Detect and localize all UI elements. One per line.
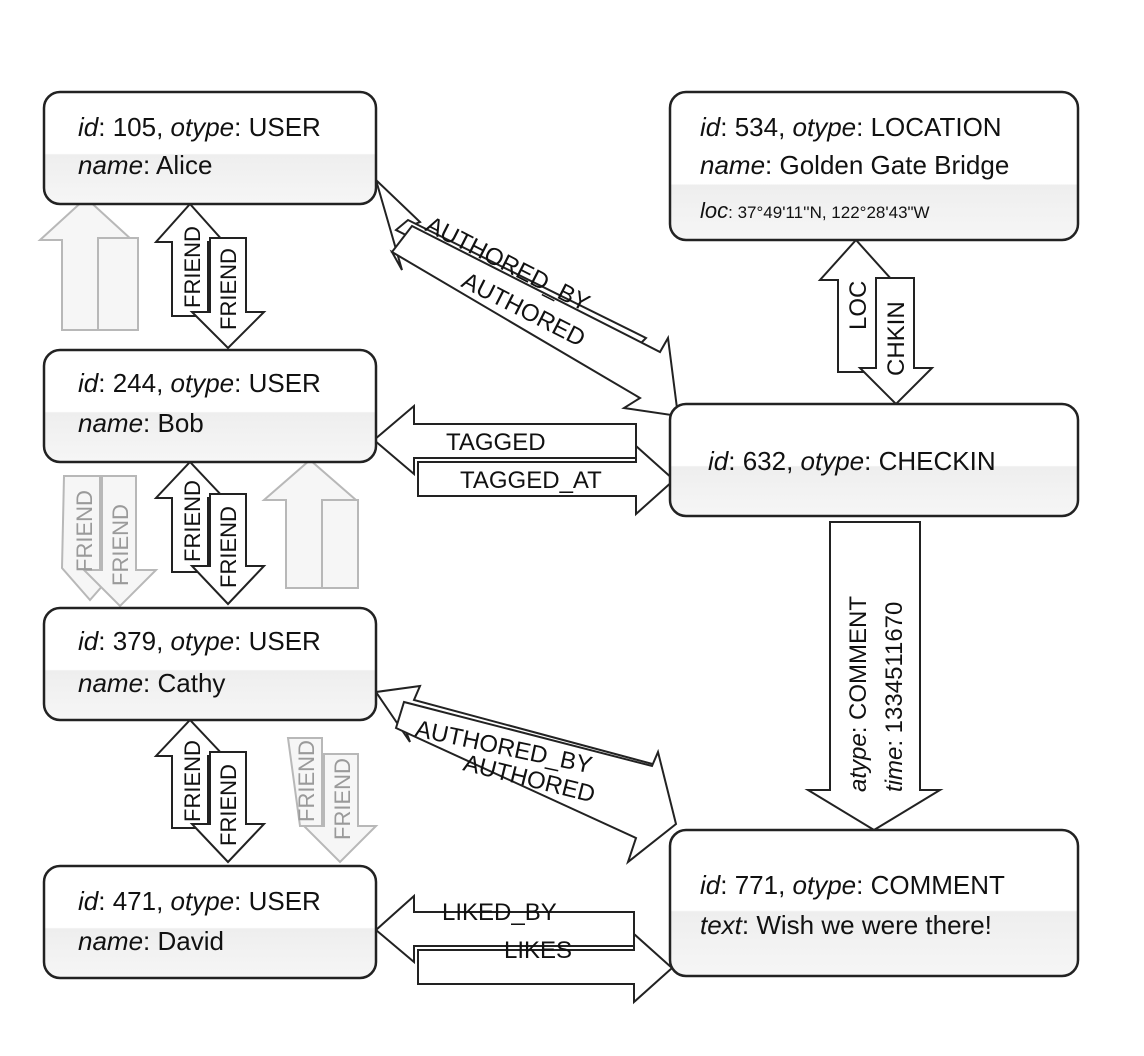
node-david[interactable]: id: 471, otype: USER name: David: [42, 864, 378, 980]
node-location[interactable]: id: 534, otype: LOCATION name: Golden Ga…: [668, 90, 1080, 242]
node-bob[interactable]: id: 244, otype: USER name: Bob: [42, 348, 378, 464]
edge-label-likes: LIKES: [504, 937, 572, 964]
time-value: : 1334511670: [881, 602, 908, 747]
authored-arrow-main: [390, 224, 680, 418]
node-box: [668, 402, 1080, 518]
atype-comment-arrow: [804, 521, 944, 832]
faint-friend-arrow-cathy-david-2: [301, 753, 379, 864]
node-box: [42, 90, 378, 206]
node-box: [668, 828, 1080, 978]
faint-rect-bob-cathy: [321, 499, 359, 589]
node-line-2: name: David: [78, 926, 224, 956]
edge-label-friend: FRIEND: [216, 506, 241, 588]
atype-key: atype: [845, 733, 872, 792]
node-checkin[interactable]: id: 632, otype: CHECKIN: [668, 402, 1080, 518]
node-box: [42, 864, 378, 980]
node-line-2: text: Wish we were there!: [700, 910, 992, 940]
node-line-2: name: Cathy: [78, 668, 225, 698]
faint-friend-arrow-bob-cathy-2: [81, 475, 159, 608]
edge-label-atype: atype: COMMENT: [845, 596, 872, 792]
node-line-1: id: 771, otype: COMMENT: [700, 870, 1005, 900]
friend-arrow-up-cathy-david: [153, 718, 227, 829]
faint-friend-label-bob-cathy-a: FRIEND: [72, 490, 97, 572]
friend-arrow-down-bob-cathy: [189, 493, 267, 606]
friend-arrow-up-bob-cathy: [153, 460, 227, 573]
chkin-arrow-down: [857, 277, 935, 406]
node-line-1: id: 379, otype: USER: [78, 626, 321, 656]
edge-label-chkin: CHKIN: [883, 301, 910, 376]
edge-label-friend: FRIEND: [216, 764, 241, 846]
edge-label-liked-by: LIKED_BY: [442, 899, 557, 926]
node-box: [42, 348, 378, 464]
edge-label-tagged: TAGGED: [446, 429, 546, 456]
node-alice[interactable]: id: 105, otype: USER name: Alice: [42, 90, 378, 206]
time-key: time: [881, 747, 908, 792]
node-line-1: id: 471, otype: USER: [78, 886, 321, 916]
node-line-3: loc: 37°49'11''N, 122°28'43"W: [700, 198, 930, 223]
edge-label-friend: FRIEND: [180, 226, 205, 308]
friend-arrow-down-cathy-david: [189, 751, 267, 864]
node-cathy[interactable]: id: 379, otype: USER name: Cathy: [42, 606, 378, 722]
atype-value: : COMMENT: [845, 596, 872, 734]
edge-label-friend: FRIEND: [180, 740, 205, 822]
edge-label-friend: FRIEND: [216, 248, 241, 330]
authored-arrow-2: [394, 700, 678, 865]
node-line-1: id: 105, otype: USER: [78, 112, 321, 142]
edge-label-friend: FRIEND: [180, 480, 205, 562]
tagged-arrow: [372, 403, 637, 477]
friend-arrow-down-alice-bob: [189, 237, 267, 350]
node-line-2: name: Golden Gate Bridge: [700, 150, 1009, 180]
edge-label-tagged-at: TAGGED_AT: [460, 467, 602, 494]
node-line-1: id: 534, otype: LOCATION: [700, 112, 1002, 142]
node-line-1: id: 632, otype: CHECKIN: [708, 446, 996, 476]
edge-label-loc: LOC: [845, 281, 872, 330]
node-comment[interactable]: id: 771, otype: COMMENT text: Wish we we…: [668, 828, 1080, 978]
faint-friend-label-bob-cathy-b: FRIEND: [108, 504, 133, 586]
faint-friend-label-cathy-david-a: FRIEND: [294, 740, 319, 822]
faint-friend-label-cathy-david-b: FRIEND: [330, 758, 355, 840]
node-line-1: id: 244, otype: USER: [78, 368, 321, 398]
tagged-at-arrow: [417, 443, 676, 517]
friend-arrow-up-alice-bob: [153, 202, 227, 317]
faint-rect-alice-bob-2: [97, 237, 139, 331]
node-box: [668, 90, 1080, 242]
node-line-2: name: Alice: [78, 150, 212, 180]
solid-arrows: [153, 176, 944, 1005]
edge-label-time: time: 1334511670: [881, 602, 908, 792]
node-box: [42, 606, 378, 722]
liked-by-arrow: [374, 893, 635, 965]
faint-arrows: [37, 196, 379, 864]
node-line-2: name: Bob: [78, 408, 204, 438]
likes-arrow: [417, 931, 674, 1005]
